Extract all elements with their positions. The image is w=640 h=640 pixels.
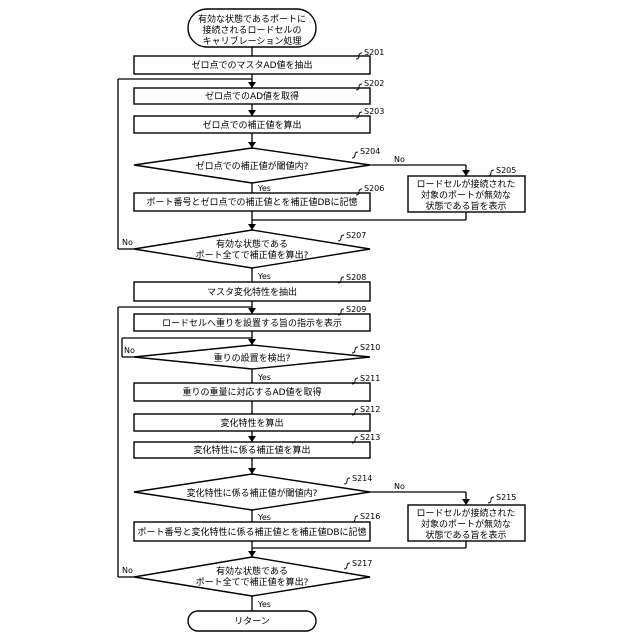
step-label: S205 bbox=[496, 166, 516, 175]
decision-line-1: 有効な状態である bbox=[216, 238, 288, 250]
branch-no-label: No bbox=[122, 566, 133, 575]
decision-text: 変化特性に係る補正値が閾値内? bbox=[187, 487, 318, 499]
decision-line-1: 有効な状態である bbox=[216, 565, 288, 577]
end-terminal: リターン bbox=[188, 611, 316, 631]
step-label: S217 bbox=[352, 559, 372, 568]
step-label: S214 bbox=[352, 474, 372, 483]
step-label: S216 bbox=[360, 512, 380, 521]
end-text: リターン bbox=[234, 616, 270, 627]
decision-s207: 有効な状態である ポート全てで補正値を算出? S207 No Yes bbox=[122, 230, 370, 281]
step-text: ゼロ点でのマスタAD値を抽出 bbox=[191, 59, 312, 71]
decision-text: 重りの設置を検出? bbox=[214, 352, 291, 364]
step-s201: ゼロ点でのマスタAD値を抽出 S201 bbox=[134, 48, 384, 74]
step-label: S206 bbox=[364, 184, 384, 193]
step-s203: ゼロ点での補正値を算出 S203 bbox=[134, 107, 384, 133]
step-line-2: 対象のポートが無効な bbox=[421, 518, 511, 530]
step-text: 変化特性を算出 bbox=[220, 417, 283, 429]
step-label: S208 bbox=[346, 273, 366, 282]
branch-no-label: No bbox=[394, 155, 405, 164]
step-label: S212 bbox=[360, 405, 380, 414]
step-text: ポート番号とゼロ点での補正値とを補正値DBに記憶 bbox=[146, 196, 357, 208]
step-label: S202 bbox=[364, 79, 384, 88]
step-label: S207 bbox=[346, 231, 366, 240]
step-label: S210 bbox=[360, 343, 380, 352]
branch-no-label: No bbox=[122, 238, 133, 247]
step-text: ポート番号と変化特性に係る補正値とを補正値DBに記憶 bbox=[137, 526, 366, 538]
branch-yes-label: Yes bbox=[257, 513, 271, 522]
step-line-3: 状態である旨を表示 bbox=[426, 529, 507, 541]
start-line-1: 有効な状態であるポートに bbox=[198, 13, 306, 25]
step-label: S204 bbox=[360, 147, 380, 156]
branch-yes-label: Yes bbox=[257, 184, 271, 193]
decision-line-2: ポート全てで補正値を算出? bbox=[196, 576, 309, 588]
step-s212: 変化特性を算出 S212 bbox=[134, 405, 380, 431]
branch-no-label: No bbox=[124, 346, 135, 355]
branch-yes-label: Yes bbox=[257, 373, 271, 382]
step-label: S203 bbox=[364, 107, 384, 116]
start-terminal: 有効な状態であるポートに 接続されるロードセルの キャリブレーション処理 bbox=[188, 9, 316, 47]
step-label: S211 bbox=[360, 374, 380, 383]
step-line-1: ロードセルが接続された bbox=[416, 507, 515, 519]
step-s213: 変化特性に係る補正値を算出 S213 bbox=[134, 433, 380, 458]
step-text: ロードセルへ重りを設置する旨の指示を表示 bbox=[162, 317, 342, 329]
step-text: ゼロ点でのAD値を取得 bbox=[205, 90, 299, 102]
step-label: S209 bbox=[346, 305, 366, 314]
step-text: ゼロ点での補正値を算出 bbox=[202, 119, 301, 131]
start-line-2: 接続されるロードセルの bbox=[202, 24, 301, 36]
decision-s217: 有効な状態である ポート全てで補正値を算出? S217 No Yes bbox=[122, 557, 372, 609]
step-text: 重りの重量に対応するAD値を取得 bbox=[182, 386, 321, 398]
step-s202: ゼロ点でのAD値を取得 S202 bbox=[134, 79, 384, 104]
start-line-3: キャリブレーション処理 bbox=[203, 35, 302, 47]
decision-line-2: ポート全てで補正値を算出? bbox=[196, 249, 309, 261]
branch-yes-label: Yes bbox=[257, 600, 271, 609]
step-label: S201 bbox=[364, 48, 384, 57]
step-label: S213 bbox=[360, 433, 380, 442]
step-text: 変化特性に係る補正値を算出 bbox=[193, 444, 310, 456]
step-text: マスタ変化特性を抽出 bbox=[207, 286, 297, 298]
step-line-3: 状態である旨を表示 bbox=[426, 200, 507, 212]
step-line-1: ロードセルが接続された bbox=[416, 178, 515, 190]
decision-text: ゼロ点での補正値が閾値内? bbox=[196, 160, 309, 172]
step-line-2: 対象のポートが無効な bbox=[421, 189, 511, 201]
step-label: S215 bbox=[496, 493, 516, 502]
branch-yes-label: Yes bbox=[257, 272, 271, 281]
branch-no-label: No bbox=[394, 482, 405, 491]
